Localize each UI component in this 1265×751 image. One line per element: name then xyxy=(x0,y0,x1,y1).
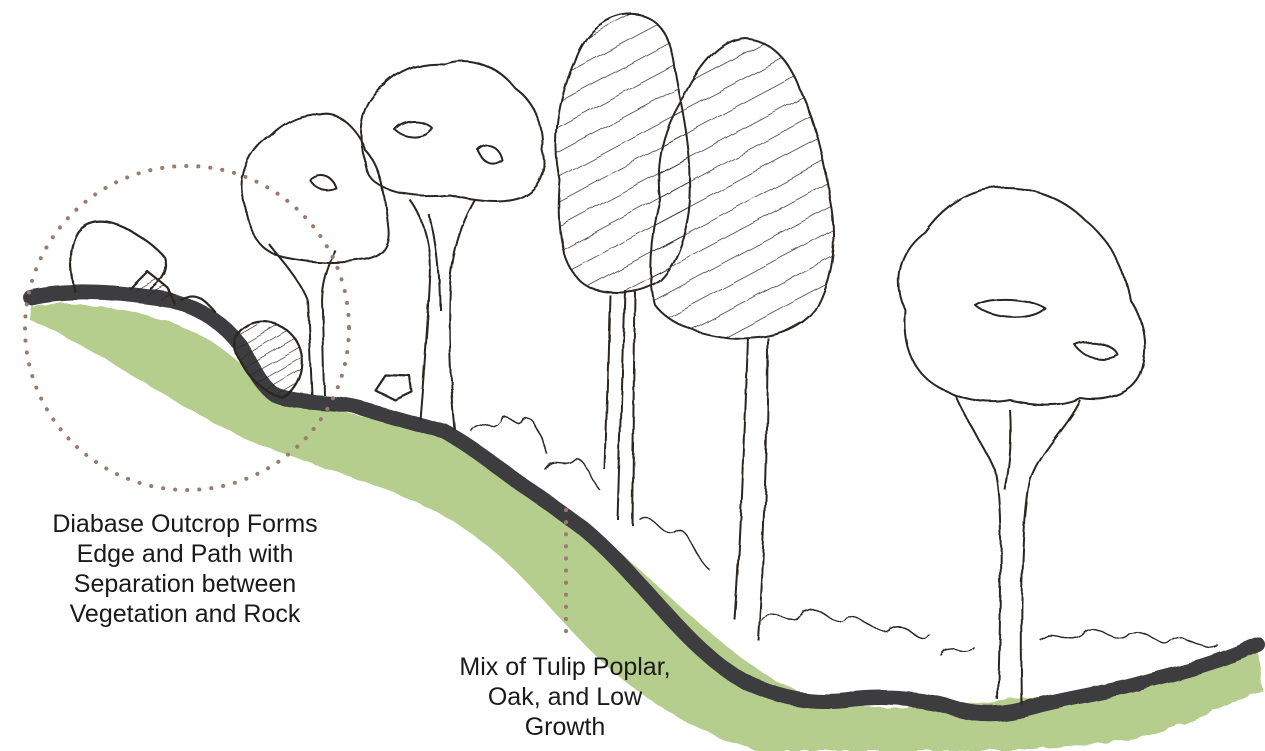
canopy-tree-icon xyxy=(899,187,1145,705)
annotation-line: Vegetation and Rock xyxy=(20,599,350,629)
annotation-line: Edge and Path with xyxy=(20,539,350,569)
annotation-line: Oak, and Low xyxy=(405,682,725,712)
annotation-line: Mix of Tulip Poplar, xyxy=(405,652,725,682)
annotation-line: Diabase Outcrop Forms xyxy=(20,509,350,539)
outcrop-annotation: Diabase Outcrop Forms Edge and Path with… xyxy=(20,509,350,629)
annotation-line: Separation between xyxy=(20,569,350,599)
hatched-tree-icon xyxy=(651,38,834,640)
mix-annotation: Mix of Tulip Poplar, Oak, and Low Growth xyxy=(405,652,725,742)
annotation-line: Growth xyxy=(405,712,725,742)
